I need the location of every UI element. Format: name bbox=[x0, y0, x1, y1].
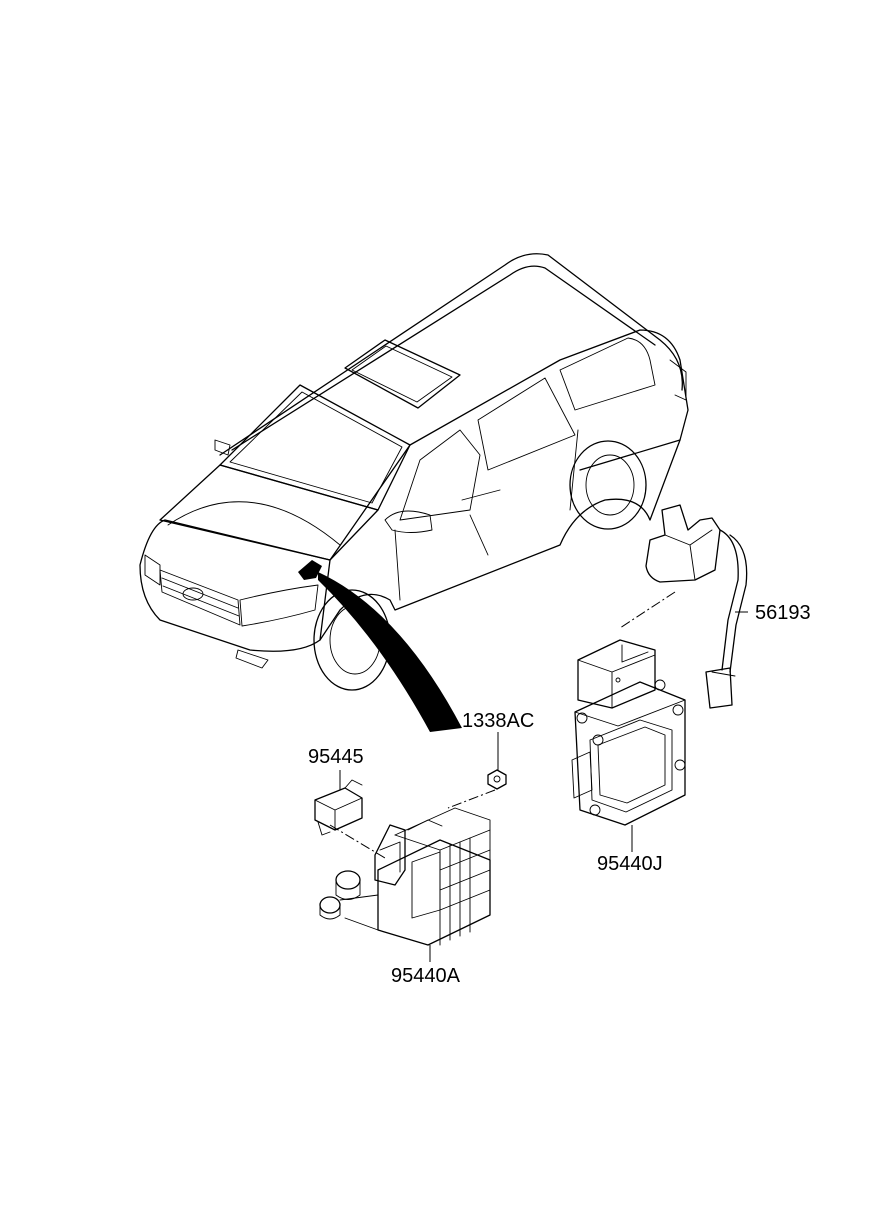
location-callout-arrow bbox=[318, 572, 462, 732]
sunroof bbox=[344, 339, 461, 409]
ecu-module-95440A bbox=[319, 807, 491, 946]
part-label-95440A: 95440A bbox=[391, 965, 461, 987]
rear-wheel bbox=[569, 440, 647, 530]
part-label-1338AC: 1338AC bbox=[462, 710, 534, 732]
ecu-location-marker bbox=[298, 560, 322, 580]
grille bbox=[159, 569, 241, 626]
ecu-module-95440J bbox=[571, 639, 686, 826]
minivan-illustration bbox=[139, 253, 689, 732]
part-label-95440J: 95440J bbox=[597, 853, 663, 875]
wiring-harness-56193 bbox=[645, 504, 748, 709]
relay-95445 bbox=[314, 779, 363, 836]
part-label-56193: 56193 bbox=[755, 602, 811, 624]
nut-1338AC bbox=[487, 769, 507, 790]
mounting-bolt bbox=[335, 870, 361, 900]
mounting-bolt bbox=[319, 896, 341, 920]
leader-lines bbox=[329, 591, 748, 962]
part-label-95445: 95445 bbox=[308, 746, 364, 768]
